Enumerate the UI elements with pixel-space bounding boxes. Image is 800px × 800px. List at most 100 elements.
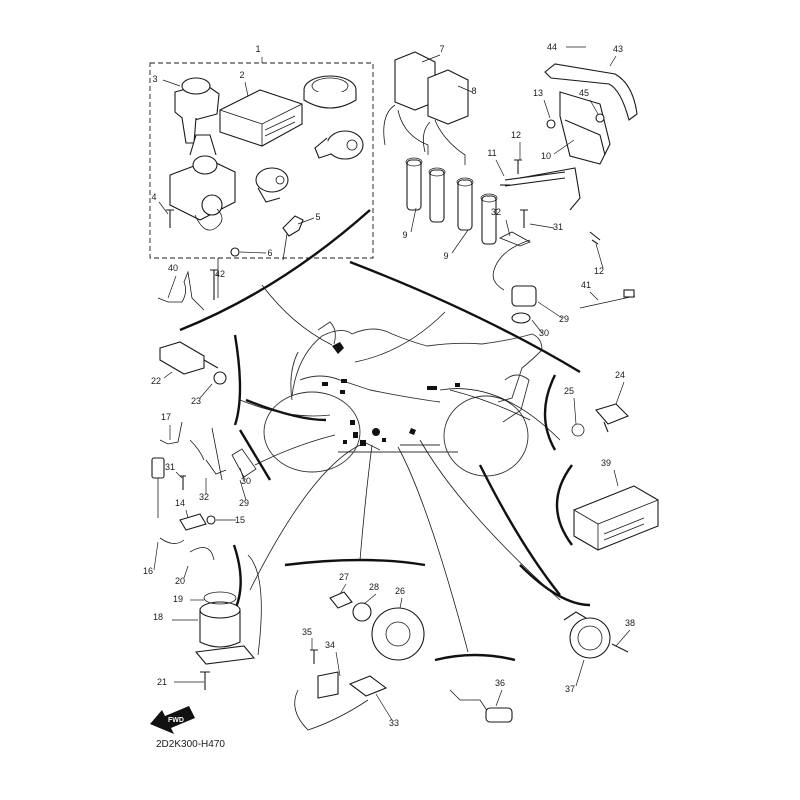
callout-leader: [613, 469, 619, 487]
callout-label: 18: [153, 612, 163, 622]
motorcycle-outline: [263, 321, 543, 477]
callout-leader: [339, 583, 347, 595]
callout-label: 12: [594, 266, 604, 276]
callout-leader: [615, 629, 631, 647]
callout-leader: [375, 693, 393, 721]
callout-leader: [163, 371, 173, 379]
callout-leader: [185, 509, 189, 519]
callout-label: 9: [402, 230, 407, 240]
callout-leader: [457, 85, 473, 93]
callout-label: 39: [601, 458, 611, 468]
callout-leader: [167, 275, 177, 299]
callout-label: 35: [302, 627, 312, 637]
callout-label: 21: [157, 677, 167, 687]
callout-label: 26: [395, 586, 405, 596]
callout-label: 9: [443, 251, 448, 261]
callout-label: 19: [173, 594, 183, 604]
callout-label: 31: [553, 222, 563, 232]
callout-leader: [239, 251, 267, 254]
callout-leader: [531, 319, 543, 334]
callout-label: 4: [151, 192, 156, 202]
callout-leader: [363, 593, 377, 605]
callout-leader: [505, 219, 511, 237]
callout-label: 36: [495, 678, 505, 688]
callout-leader: [335, 651, 341, 677]
callout-label: 22: [151, 376, 161, 386]
callout-leader: [244, 81, 249, 97]
callout-leader: [410, 207, 417, 233]
callout-leader: [595, 243, 604, 269]
callout-label: 5: [315, 212, 320, 222]
callout-leader: [199, 383, 213, 399]
callout-leader: [609, 55, 617, 67]
callout-label: 27: [339, 572, 349, 582]
sensor-brackets: [492, 63, 638, 324]
callout-label: 7: [439, 44, 444, 54]
callout-label: 11: [487, 148, 496, 158]
callout-label: 25: [564, 386, 574, 396]
part-callouts: 1234567899101112121314151617181920212223…: [143, 42, 635, 728]
callout-leader: [589, 291, 599, 301]
ignition-coils: [383, 51, 498, 245]
left-parts: [151, 341, 262, 690]
fwd-arrow-icon: FWD: [150, 706, 195, 734]
callout-label: 41: [581, 280, 591, 290]
callout-label: 10: [541, 151, 551, 161]
callout-leader: [529, 223, 555, 229]
callout-label: 37: [565, 684, 575, 694]
callout-label: 12: [511, 130, 521, 140]
callout-label: 43: [613, 44, 623, 54]
callout-leader: [162, 79, 181, 87]
callout-label: 42: [215, 269, 225, 279]
callout-leader: [215, 273, 219, 277]
callout-label: 44: [547, 42, 557, 52]
callout-label: 32: [491, 207, 501, 217]
callout-label: 32: [199, 492, 209, 502]
callout-label: 30: [241, 476, 251, 486]
callout-label: 20: [175, 576, 185, 586]
pointer-curves: [239, 284, 561, 653]
callout-leader: [239, 479, 247, 501]
callout-leader: [573, 397, 577, 425]
right-parts: [449, 403, 659, 723]
callout-label: 30: [539, 328, 549, 338]
callout-leader: [615, 381, 625, 405]
callout-label: 29: [559, 314, 569, 324]
callout-leader: [537, 301, 563, 319]
callout-leader: [297, 217, 315, 225]
callout-leader: [575, 659, 585, 687]
callout-leader: [421, 54, 441, 63]
callout-leader: [158, 201, 169, 215]
callout-label: 6: [267, 248, 272, 258]
callout-label: 15: [235, 515, 245, 525]
callout-leader: [589, 99, 599, 115]
callout-leader: [495, 159, 505, 177]
wire-clamps: [157, 269, 218, 311]
diagram-code: 2D2K300-H470: [156, 739, 225, 750]
callout-leader: [239, 467, 245, 481]
callout-label: 3: [152, 74, 157, 84]
callout-label: 45: [579, 88, 589, 98]
callout-label: 34: [325, 640, 335, 650]
ignition-lock-kit: [149, 62, 374, 298]
region-dividers: [179, 209, 591, 662]
callout-label: 1: [255, 44, 260, 54]
callout-leader: [451, 229, 469, 254]
callout-label: 28: [369, 582, 379, 592]
fwd-label: FWD: [168, 717, 184, 724]
callout-leader: [495, 689, 503, 707]
callout-label: 24: [615, 370, 625, 380]
callout-label: 13: [533, 88, 543, 98]
callout-label: 16: [143, 566, 153, 576]
callout-label: 23: [191, 396, 201, 406]
callout-leader: [399, 597, 403, 609]
callout-label: 29: [239, 498, 249, 508]
callout-leader: [553, 139, 575, 155]
callout-label: 14: [175, 498, 185, 508]
callout-label: 40: [168, 263, 178, 273]
callout-leader: [543, 99, 551, 119]
bottom-parts: [294, 591, 425, 731]
callout-label: 2: [239, 70, 244, 80]
